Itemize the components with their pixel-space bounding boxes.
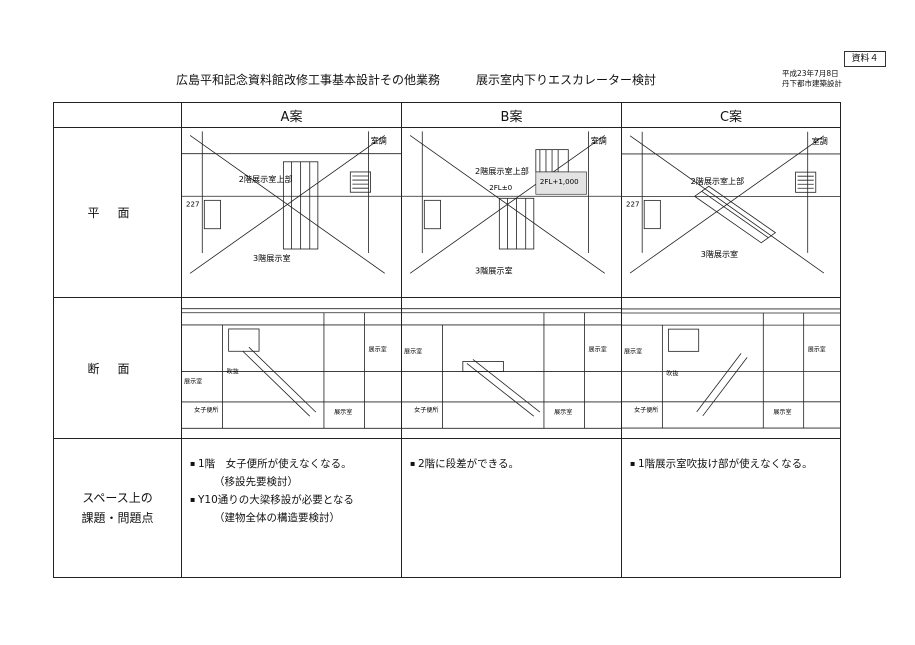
issue-b-1: 2階に段差ができる。 [410,455,615,473]
section-a-label-5: 展示室 [334,408,352,416]
plan-drawing-a: 室調 2階展示室上部 3階展示室 227 [182,131,401,274]
row-header-issues: スペース上の 課題・問題点 [53,438,182,578]
issue-c-1: 1階展示室吹抜け部が使えなくなる。 [630,455,834,473]
plan-drawing-c-cell: 室調 2階展示室上部 3階展示室 227 [621,127,841,298]
plan-c-label-3: 3階展示室 [701,249,738,259]
issues-a: 1階 女子便所が使えなくなる。 （移設先要検討） Y10通りの大梁移設が必要とな… [181,438,402,578]
issue-a-1: 1階 女子便所が使えなくなる。 [190,455,395,473]
section-drawing-a-cell: 展示室 女子便所 展示室 吹抜 展示室 [181,297,402,439]
section-c-label-1: 展示室 [624,347,642,355]
issues-row: スペース上の 課題・問題点 1階 女子便所が使えなくなる。 （移設先要検討） Y… [53,438,841,578]
section-b-label-1: 展示室 [404,347,422,355]
issue-a-1-note: （移設先要検討） [214,476,298,488]
section-c-label-4: 吹抜 [666,370,678,378]
plan-a-label-1: 室調 [371,136,387,146]
section-a-label-1: 展示室 [184,378,202,386]
plan-b-label-2: 2階展示室上部 [475,166,529,176]
section-b-label-4: 展示室 [554,408,572,416]
plan-drawing-c: 室調 2階展示室上部 3階展示室 227 [622,131,840,274]
section-drawing-b-cell: 展示室 女子便所 展示室 展示室 [401,297,622,439]
section-b-label-2: 女子便所 [414,406,438,414]
date-block: 平成23年7月8日 丹下都市建築設計 [782,69,842,89]
row-header-issues-line-1: スペース上の [82,491,153,505]
row-header-issues-line-2: 課題・問題点 [81,511,154,525]
section-drawing-c-cell: 展示室 女子便所 展示室 吹抜 展示室 [621,297,841,439]
plan-a-label-3: 3階展示室 [253,253,291,263]
section-a-label-4: 吹抜 [227,368,239,376]
title-main: 広島平和記念資料館改修工事基本設計その他業務 [176,73,441,87]
plan-b-label-3: 2FL+1,000 [540,177,579,186]
plan-drawing-b-cell: 室調 2階展示室上部 2FL+1,000 2FL±0 3階展示室 [401,127,622,298]
section-drawing-c: 展示室 女子便所 展示室 吹抜 展示室 [622,308,840,429]
plan-c-label-2: 2階展示室上部 [691,176,745,186]
issue-a-2: Y10通りの大梁移設が必要となる [190,491,395,509]
section-c-label-2: 女子便所 [634,406,658,414]
organization-text: 丹下都市建築設計 [782,79,842,88]
column-header-b: B案 [401,102,622,128]
plan-b-label-4: 2FL±0 [489,183,512,192]
issues-c: 1階展示室吹抜け部が使えなくなる。 [621,438,841,578]
plan-row: 平面 室調 2階展示室上部 3階展示室 227 [53,127,841,298]
section-a-label-3: 展示室 [369,345,387,353]
section-a-label-2: 女子便所 [194,406,218,414]
plan-c-label-1: 室調 [812,136,828,146]
section-c-label-5: 展示室 [773,408,791,416]
section-c-label-3: 展示室 [808,345,826,353]
comparison-table: A案 B案 C案 平面 室調 2階展示室上部 3階展示室 22 [53,102,841,578]
document-title: 広島平和記念資料館改修工事基本設計その他業務 展示室内下りエスカレーター検討 [176,71,656,88]
issue-a-2-note: （建物全体の構造要検討） [214,512,340,524]
section-row: 断面 展示室 女子便所 展示室 吹抜 展示室 [53,297,841,439]
plan-b-label-1: 室調 [591,136,607,146]
plan-c-label-4: 227 [626,199,639,208]
title-subtitle: 展示室内下りエスカレーター検討 [476,73,657,87]
section-b-label-3: 展示室 [589,345,607,353]
plan-drawing-a-cell: 室調 2階展示室上部 3階展示室 227 [181,127,402,298]
date-text: 平成23年7月8日 [782,69,839,78]
corner-cell [53,102,182,128]
document-label: 資料４ [844,51,886,67]
section-drawing-a: 展示室 女子便所 展示室 吹抜 展示室 [182,308,401,429]
row-header-section: 断面 [53,297,182,439]
column-header-c: C案 [621,102,841,128]
column-header-a: A案 [181,102,402,128]
plan-a-label-2: 2階展示室上部 [239,174,293,184]
section-drawing-b: 展示室 女子便所 展示室 展示室 [402,308,621,429]
issues-b: 2階に段差ができる。 [401,438,622,578]
plan-b-raised-floor [535,171,587,195]
plan-drawing-b: 室調 2階展示室上部 2FL+1,000 2FL±0 3階展示室 [402,131,621,275]
row-header-plan: 平面 [53,127,182,298]
plan-b-label-5: 3階展示室 [475,265,513,275]
header-row: A案 B案 C案 [53,102,841,128]
plan-a-label-4: 227 [186,199,200,208]
